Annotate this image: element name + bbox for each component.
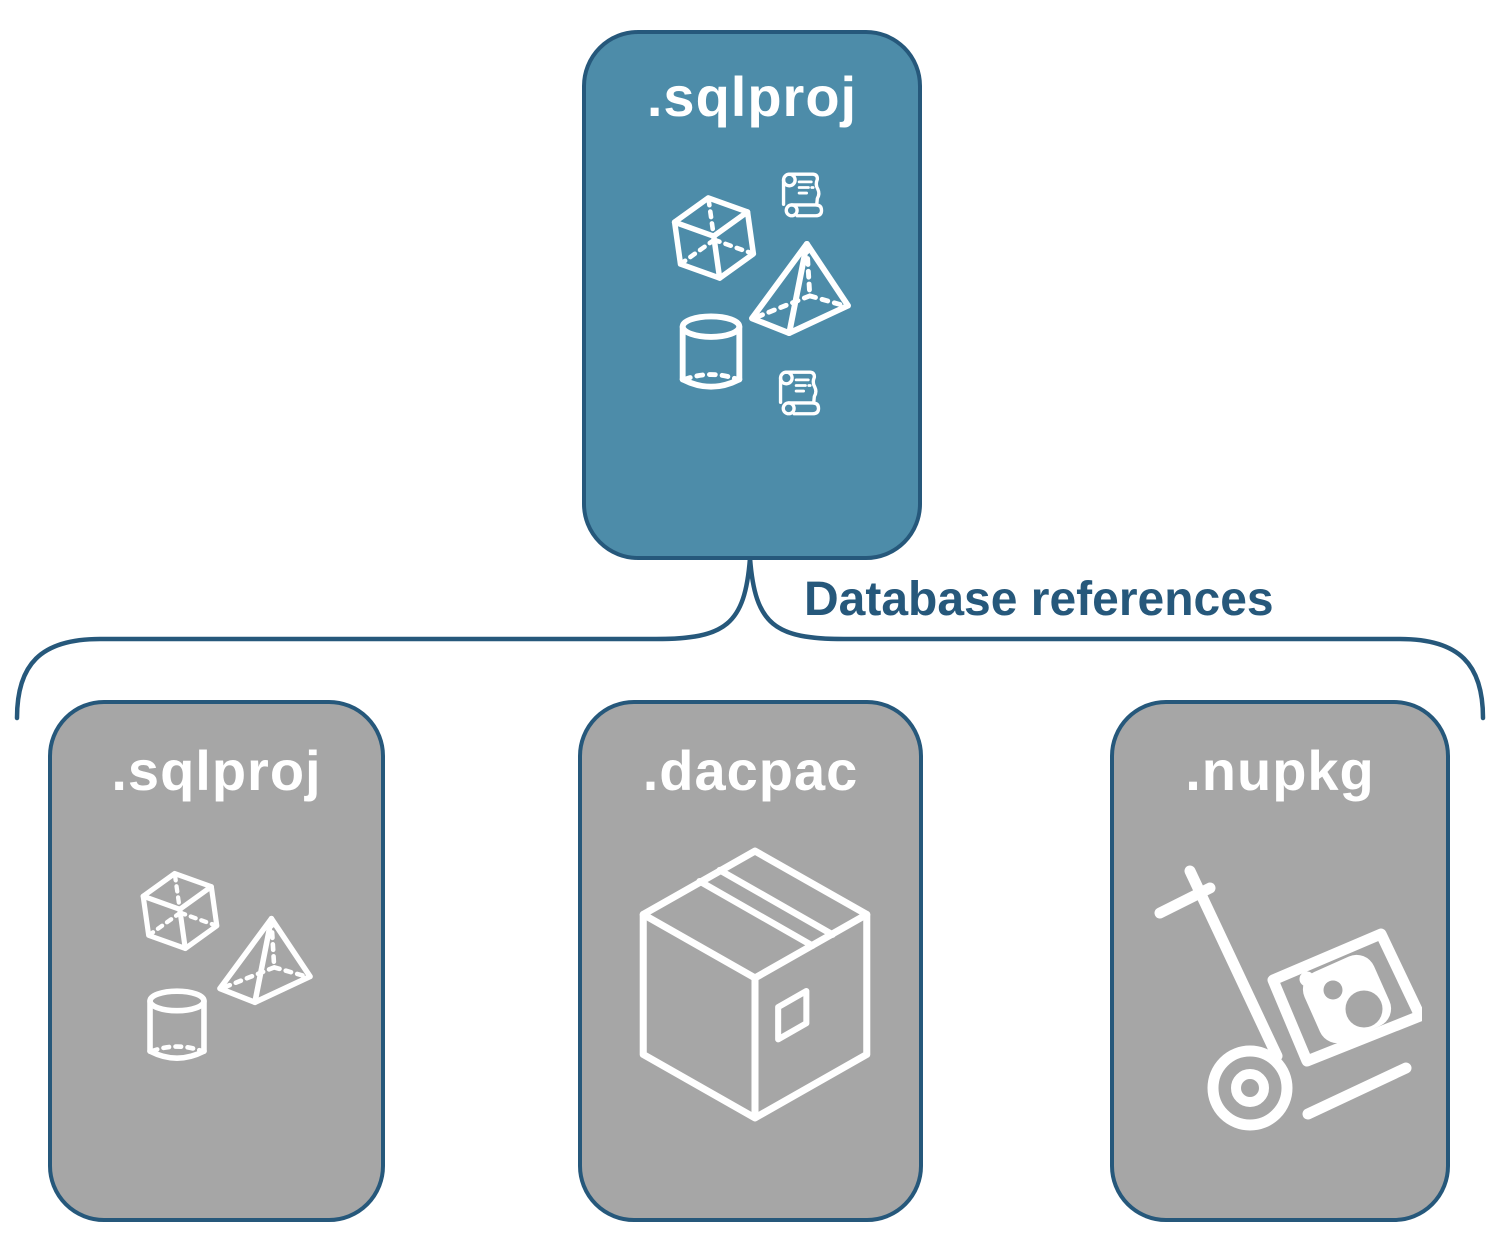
pyramid-icon xyxy=(214,914,316,1006)
child-card-nupkg: .nupkg xyxy=(1110,700,1450,1222)
child-card-title: .nupkg xyxy=(1185,739,1375,802)
child-card-sqlproj: .sqlproj xyxy=(48,700,385,1222)
brace-connector xyxy=(14,557,1486,721)
child-card-title: .dacpac xyxy=(642,739,859,802)
connector-label: Database references xyxy=(804,573,1274,626)
pyramid-icon xyxy=(746,239,854,337)
child-card-title: .sqlproj xyxy=(111,739,322,802)
package-box-icon xyxy=(634,842,876,1134)
scroll-icon xyxy=(772,166,830,222)
cylinder-icon xyxy=(674,312,748,396)
nuget-handtruck-icon xyxy=(1150,856,1422,1136)
child-card-dacpac: .dacpac xyxy=(578,700,923,1222)
root-card-title: .sqlproj xyxy=(646,65,858,128)
root-card-sqlproj: .sqlproj xyxy=(582,30,922,560)
scroll-icon xyxy=(769,364,827,420)
cylinder-icon xyxy=(142,987,212,1067)
